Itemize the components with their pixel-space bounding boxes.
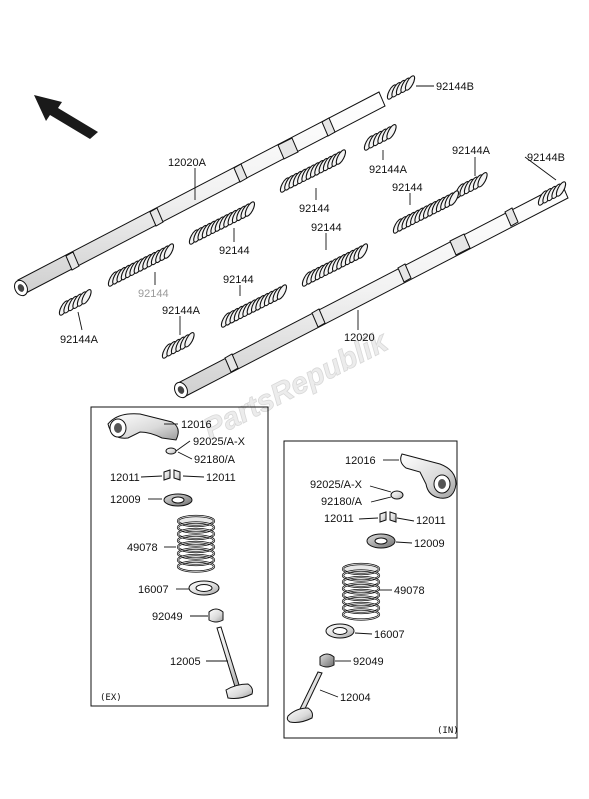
in-label-keeper-left: 12011 xyxy=(324,513,354,525)
in-valve-spring xyxy=(341,562,381,621)
in-adjuster xyxy=(390,490,404,500)
camshaft-12020a xyxy=(14,91,386,297)
label-92144a-3: 92144A xyxy=(60,334,99,346)
label-92144a-1: 92144A xyxy=(369,164,408,176)
in-spring-seat xyxy=(325,623,355,639)
ex-label-keeper-left: 12011 xyxy=(110,472,140,484)
in-label-adjuster: 92025/A-X xyxy=(310,479,363,491)
label-92144b-top: 92144B xyxy=(436,81,474,93)
spring-92144b-right xyxy=(537,181,567,206)
ex-adjuster xyxy=(165,447,177,455)
spring-92144a-4 xyxy=(161,331,195,359)
intake-valve-box: (IN) xyxy=(283,440,459,739)
label-92144a-4: 92144A xyxy=(162,305,201,317)
camshaft-leader-lines xyxy=(77,85,557,335)
in-label-seat: 16007 xyxy=(374,629,405,641)
in-label-rocker: 12016 xyxy=(345,455,376,467)
box-tag-in: (IN) xyxy=(437,726,459,736)
ex-label-seat: 16007 xyxy=(138,584,169,596)
ex-retainer xyxy=(163,493,193,507)
ex-label-spring: 49078 xyxy=(127,542,158,554)
ex-label-shim: 92180/A xyxy=(194,454,236,466)
label-92144b-right: 92144B xyxy=(527,152,565,164)
in-label-valve: 12004 xyxy=(340,692,371,704)
camshaft-labels: 12020A 12020 92144B 92144B 92144A 92144A… xyxy=(60,81,565,346)
spring-92144a-1 xyxy=(363,123,397,151)
spring-92144-2 xyxy=(279,149,347,193)
label-92144a-2: 92144A xyxy=(452,145,491,157)
label-92144-5: 92144 xyxy=(223,274,254,286)
in-keepers xyxy=(379,511,397,523)
spring-92144a-2 xyxy=(454,171,488,199)
ex-spring-seat xyxy=(188,580,220,596)
label-12020: 12020 xyxy=(344,332,375,344)
ex-rocker-arm xyxy=(107,413,179,441)
spring-92144-4 xyxy=(301,243,369,287)
label-92144-1: 92144 xyxy=(392,182,423,194)
in-label-seal: 92049 xyxy=(353,656,384,668)
in-label-keeper-right: 12011 xyxy=(416,515,446,527)
in-label-shim: 92180/A xyxy=(321,496,363,508)
in-label-retainer: 12009 xyxy=(414,538,445,550)
spring-92144-5 xyxy=(220,284,288,328)
spring-92144-1 xyxy=(392,190,460,234)
label-92144-2: 92144 xyxy=(299,203,330,215)
camshaft-12020 xyxy=(174,183,569,399)
in-label-spring: 49078 xyxy=(394,585,425,597)
spring-92144a-3 xyxy=(58,288,92,316)
spring-92144-3 xyxy=(188,201,256,245)
ex-label-keeper-right: 12011 xyxy=(206,472,236,484)
ex-keepers xyxy=(163,469,181,481)
in-valve-seal xyxy=(319,653,335,668)
ex-label-seal: 92049 xyxy=(152,611,183,623)
box-tag-ex: (EX) xyxy=(100,693,122,703)
ex-valve-seal xyxy=(208,608,224,623)
ex-valve-spring xyxy=(176,514,216,573)
shim-springs xyxy=(58,75,567,359)
ex-label-adjuster: 92025/A-X xyxy=(193,436,246,448)
label-92144-3: 92144 xyxy=(219,245,250,257)
spring-92144-grey xyxy=(107,243,175,287)
ex-valve xyxy=(216,626,253,699)
front-direction-arrow-icon xyxy=(34,95,98,139)
ex-label-retainer: 12009 xyxy=(110,494,141,506)
label-12020a: 12020A xyxy=(168,157,207,169)
in-rocker-arm xyxy=(400,453,457,499)
ex-label-rocker: 12016 xyxy=(181,419,212,431)
ex-label-valve: 12005 xyxy=(170,656,201,668)
spring-92144b-top xyxy=(386,75,416,100)
in-valve xyxy=(286,671,323,723)
label-92144-4: 92144 xyxy=(311,222,342,234)
in-retainer xyxy=(366,533,396,549)
label-92144-grey: 92144 xyxy=(138,288,169,300)
exhaust-valve-box: (EX) xyxy=(90,406,269,707)
